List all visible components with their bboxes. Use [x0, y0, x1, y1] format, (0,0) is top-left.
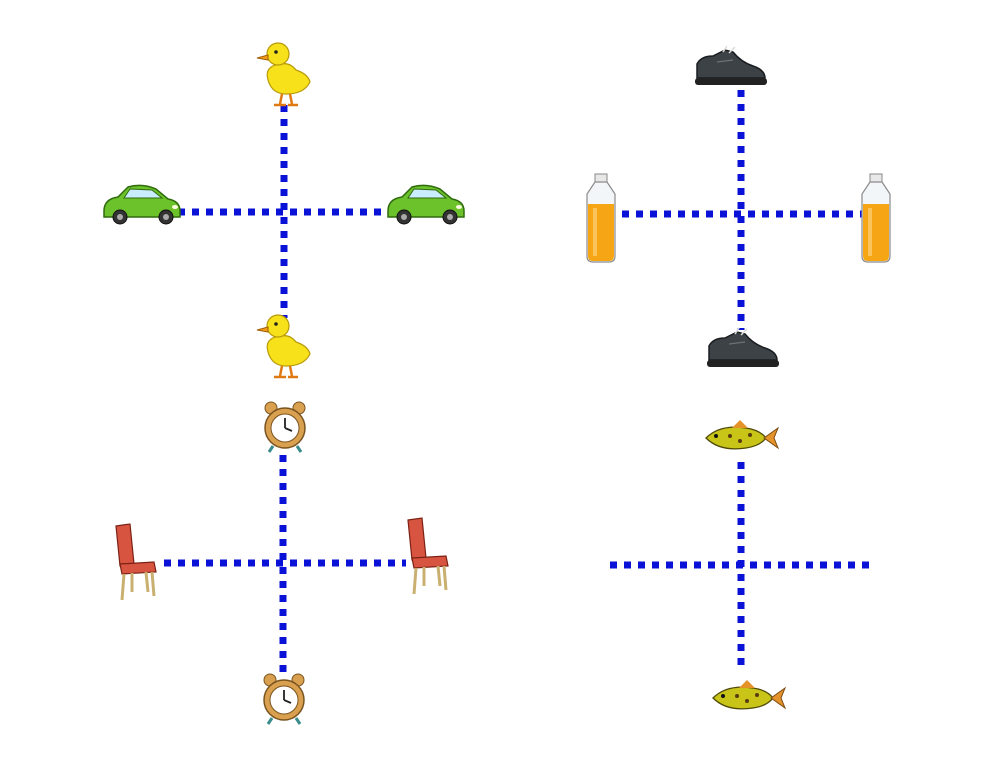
alarm-clock-icon[interactable] [263, 400, 307, 454]
bottle-icon[interactable] [586, 173, 616, 263]
duck-icon[interactable] [255, 313, 312, 379]
bottle-icon[interactable] [861, 173, 891, 263]
puzzle-top-right [586, 45, 891, 368]
shoe-icon[interactable] [694, 45, 768, 86]
fish-icon[interactable] [712, 679, 786, 710]
car-icon[interactable] [103, 184, 181, 225]
shoe-icon[interactable] [706, 327, 780, 368]
chair-icon[interactable] [406, 516, 450, 596]
car-icon[interactable] [387, 184, 465, 225]
chair-icon[interactable] [114, 522, 158, 602]
duck-icon[interactable] [255, 41, 312, 107]
puzzle-bottom-right [610, 419, 876, 710]
alarm-clock-icon[interactable] [262, 672, 306, 726]
puzzle-bottom-left [114, 400, 450, 726]
puzzle-top-left [103, 41, 465, 379]
fish-icon[interactable] [705, 419, 779, 450]
